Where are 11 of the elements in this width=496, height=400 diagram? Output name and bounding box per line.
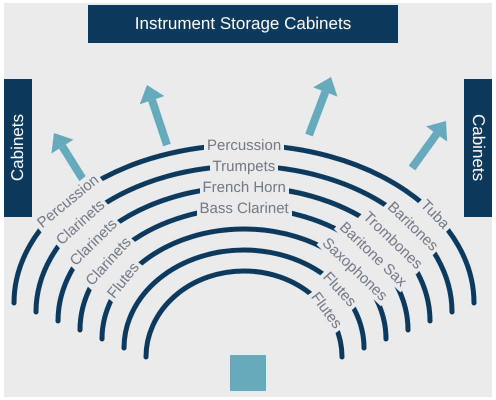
cabinet-panel xyxy=(4,79,32,217)
cabinet-label: Instrument Storage Cabinets xyxy=(134,14,352,34)
section-label: Percussion xyxy=(204,136,284,154)
section-label: Bass Clarinet xyxy=(196,200,292,216)
section-label: French Horn xyxy=(200,178,289,196)
cabinet-panel xyxy=(464,79,492,217)
section-label: Trumpets xyxy=(210,158,278,174)
cabinet-label: Cabinets xyxy=(468,114,488,182)
cabinet-banner xyxy=(88,5,398,43)
podium-square xyxy=(230,355,266,391)
cabinet-label: Cabinets xyxy=(8,114,28,182)
